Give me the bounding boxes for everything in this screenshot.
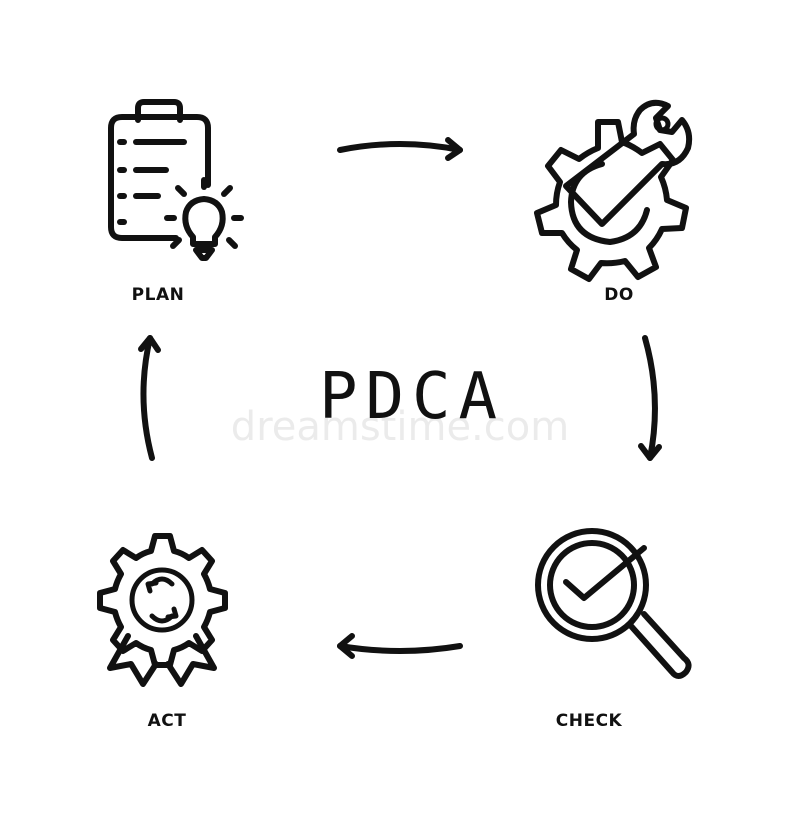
- clipboard-lightbulb-icon: [108, 99, 244, 261]
- gear-award-badge-icon: [97, 533, 228, 687]
- step-label-do: DO: [604, 285, 634, 305]
- arrow-plan-to-do: [337, 137, 463, 161]
- arrow-do-to-check: [638, 335, 662, 461]
- step-label-check: CHECK: [556, 711, 623, 731]
- gear-wrench-icon: [534, 99, 693, 282]
- watermark-text: dreamstime.com: [231, 404, 569, 450]
- arrow-check-to-act: [337, 633, 463, 659]
- magnifier-checkmark-icon: [535, 528, 692, 679]
- step-label-plan: PLAN: [132, 285, 185, 305]
- center-title: PDCA: [319, 360, 505, 434]
- step-label-act: ACT: [148, 711, 187, 731]
- arrow-act-to-plan: [138, 335, 161, 461]
